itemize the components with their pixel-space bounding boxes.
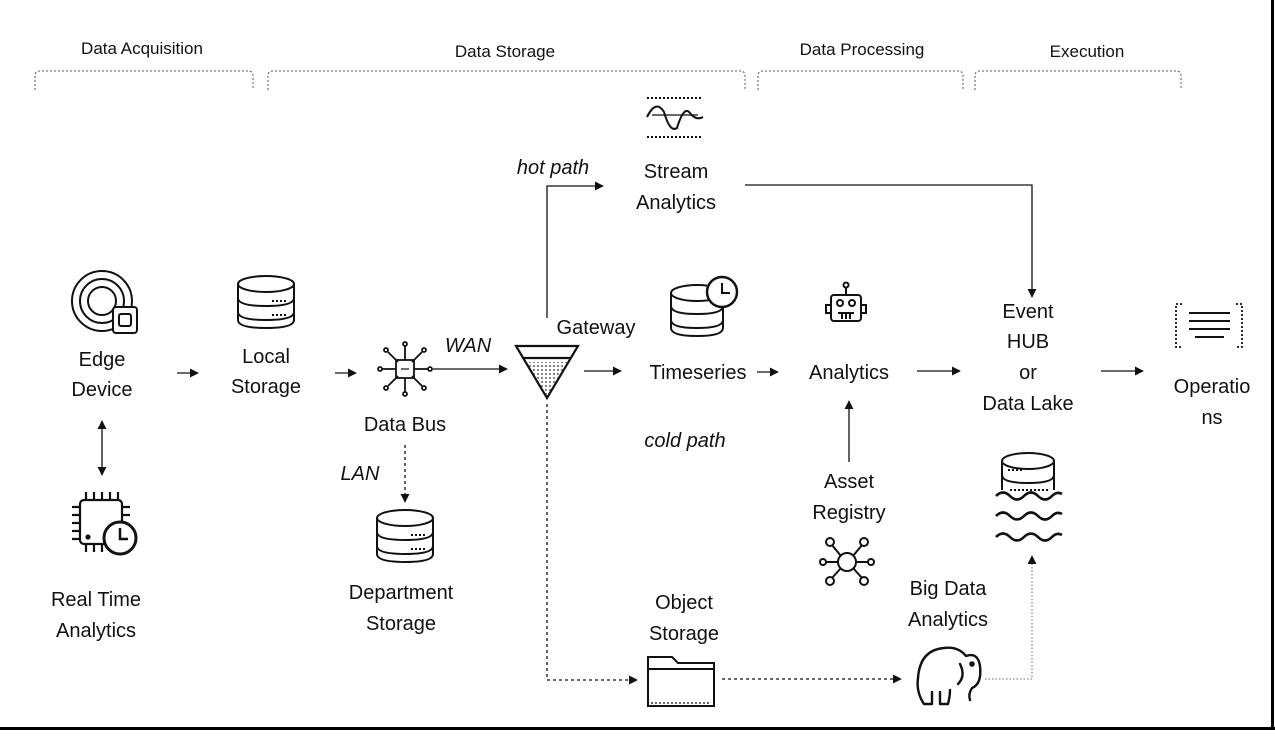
stream-analytics-label: Stream Analytics xyxy=(636,161,716,214)
wan-label: WAN xyxy=(445,335,492,357)
stream-analytics-label-line2: Analytics xyxy=(636,192,716,214)
arrow-gateway-hot-path xyxy=(546,181,604,318)
edge-device-label-line1: Edge xyxy=(79,349,126,371)
frame-bottom-border xyxy=(0,727,1275,730)
chip-clock-icon xyxy=(72,492,138,556)
real-time-analytics-label-line2: Analytics xyxy=(56,620,136,642)
phase-headers: Data Acquisition Data Storage Data Proce… xyxy=(34,39,1182,90)
connectors xyxy=(97,181,1144,685)
operations-label-line1: Operatio xyxy=(1174,376,1251,398)
cold-path-label: cold path xyxy=(644,430,725,452)
frame-right-border xyxy=(1271,0,1274,730)
event-hub-label-line2: HUB xyxy=(1007,331,1049,353)
network-hub-icon xyxy=(819,537,875,586)
big-data-analytics-label-line1: Big Data xyxy=(910,578,988,600)
real-time-analytics-label: Real Time Analytics xyxy=(51,589,141,642)
stream-analytics-label-line1: Stream xyxy=(644,161,708,183)
object-storage-label-line2: Storage xyxy=(649,623,719,645)
phase-data-processing: Data Processing xyxy=(800,40,925,59)
real-time-analytics-label-line1: Real Time xyxy=(51,589,141,611)
object-storage-label: Object Storage xyxy=(649,592,719,645)
event-hub-label: Event HUB or Data Lake xyxy=(982,301,1073,415)
robot-icon xyxy=(825,281,867,322)
local-storage-icon xyxy=(237,275,295,330)
funnel-gateway-icon xyxy=(514,344,580,401)
department-storage-label-line1: Department xyxy=(349,582,454,604)
edge-device-label-line2: Device xyxy=(71,379,132,401)
event-hub-label-line3: or xyxy=(1019,362,1037,384)
asset-registry-label-line2: Registry xyxy=(812,502,885,524)
object-storage-label-line1: Object xyxy=(655,592,713,614)
phase-execution: Execution xyxy=(1050,42,1125,61)
gateway-label: Gateway xyxy=(557,317,636,339)
elephant-icon xyxy=(916,646,982,706)
operations-label-line2: ns xyxy=(1201,407,1222,429)
phase-data-acquisition: Data Acquisition xyxy=(81,39,203,58)
bracket-acquisition xyxy=(34,70,254,90)
edge-device-icon xyxy=(71,270,138,334)
arrow-gateway-cold-storage xyxy=(546,404,638,685)
data-lake-icon xyxy=(995,452,1063,542)
department-storage-icon xyxy=(376,509,434,564)
operations-label: Operatio ns xyxy=(1174,376,1251,429)
event-hub-label-line1: Event xyxy=(1002,301,1054,323)
waveform-icon xyxy=(646,97,704,138)
local-storage-label-line1: Local xyxy=(242,346,290,368)
event-hub-label-line4: Data Lake xyxy=(982,393,1073,415)
data-bus-label: Data Bus xyxy=(364,414,446,436)
folder-icon xyxy=(647,656,715,707)
department-storage-label: Department Storage xyxy=(349,582,454,635)
big-data-analytics-label: Big Data Analytics xyxy=(908,578,988,631)
arrow-bigdata-to-lake xyxy=(985,555,1037,680)
bracket-execution xyxy=(974,70,1182,90)
asset-registry-label: Asset Registry xyxy=(812,471,885,524)
department-storage-label-line2: Storage xyxy=(366,613,436,635)
bracket-storage xyxy=(267,70,746,90)
document-list-icon xyxy=(1175,303,1243,348)
hot-path-label: hot path xyxy=(517,157,589,179)
analytics-label: Analytics xyxy=(809,362,889,384)
database-clock-icon xyxy=(670,275,739,338)
phase-data-storage: Data Storage xyxy=(455,42,555,61)
local-storage-label-line2: Storage xyxy=(231,376,301,398)
edge-device-label: Edge Device xyxy=(71,349,132,401)
big-data-analytics-label-line2: Analytics xyxy=(908,609,988,631)
timeseries-label: Timeseries xyxy=(649,362,746,384)
arrow-stream-to-hub xyxy=(745,184,1037,298)
bracket-processing xyxy=(757,70,964,90)
asset-registry-label-line1: Asset xyxy=(824,471,874,493)
lan-label: LAN xyxy=(341,463,380,485)
chip-bus-icon xyxy=(377,341,433,397)
local-storage-label: Local Storage xyxy=(231,346,301,398)
